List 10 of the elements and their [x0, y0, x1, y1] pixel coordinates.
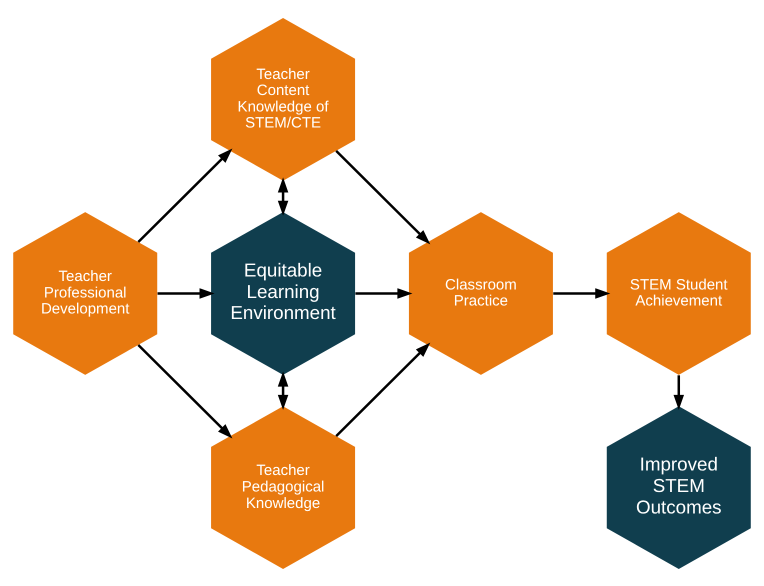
arrow	[355, 288, 412, 298]
arrow	[158, 288, 215, 298]
arrow	[335, 150, 430, 244]
arrow	[674, 374, 684, 410]
arrow	[553, 288, 610, 298]
arrow	[137, 148, 232, 242]
arrow	[278, 176, 288, 216]
arrow	[137, 344, 232, 438]
arrow	[335, 342, 430, 436]
arrow	[278, 371, 288, 410]
